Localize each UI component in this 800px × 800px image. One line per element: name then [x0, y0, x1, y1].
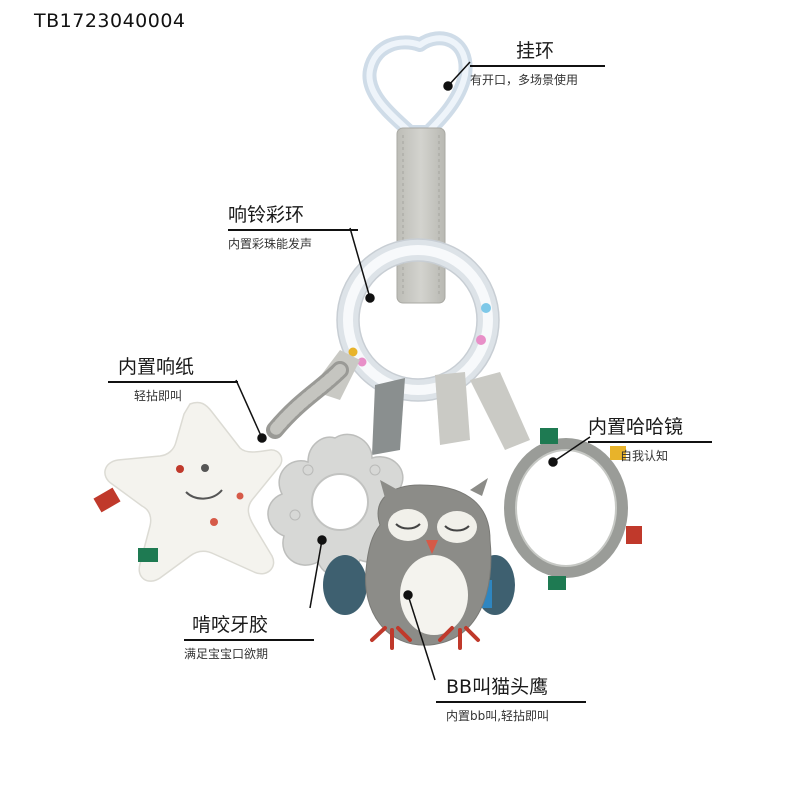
owl-plush — [323, 478, 515, 650]
callout-title: 挂环 — [516, 40, 555, 62]
callout-subtitle: 自我认知 — [620, 449, 669, 463]
callout-teether: 啃咬牙胶 满足宝宝口欲期 — [184, 610, 314, 662]
tag — [626, 526, 642, 544]
bead — [481, 303, 491, 313]
lower-straps — [310, 350, 530, 455]
callout-title: 内置哈哈镜 — [588, 416, 684, 438]
callout-rule — [108, 381, 238, 383]
callout-subtitle: 有开口，多场景使用 — [470, 73, 579, 87]
callout-subtitle: 内置彩珠能发声 — [228, 237, 313, 251]
bead — [357, 357, 367, 367]
callout-rule — [588, 441, 712, 443]
callout-title: 响铃彩环 — [228, 204, 305, 226]
leader-lines — [235, 61, 591, 681]
callout-subtitle: 满足宝宝口欲期 — [184, 647, 269, 661]
callout-owl: BB叫猫头鹰 内置bb叫,轻拈即叫 — [436, 672, 586, 724]
tag — [610, 446, 626, 460]
product-code: TB1723040004 — [34, 10, 186, 32]
tag — [540, 428, 558, 444]
callout-title: 啃咬牙胶 — [192, 614, 269, 636]
callout-rule — [228, 229, 358, 231]
callout-subtitle: 内置bb叫,轻拈即叫 — [446, 709, 550, 723]
rattle-ring — [336, 238, 500, 402]
callout-title: 内置响纸 — [118, 356, 195, 378]
callout-rule — [436, 701, 586, 703]
callout-rattle-ring: 响铃彩环 内置彩珠能发声 — [228, 200, 358, 252]
tag — [138, 548, 158, 562]
callout-rule — [470, 65, 605, 67]
bead — [476, 335, 486, 345]
callout-mirror: 内置哈哈镜 自我认知 — [588, 412, 712, 464]
callout-subtitle: 轻拈即叫 — [134, 389, 183, 403]
star-plush — [93, 401, 283, 582]
callout-rule — [184, 639, 314, 641]
tag — [548, 576, 566, 590]
callout-hanging-ring: 挂环 有开口，多场景使用 — [470, 36, 605, 88]
bead — [348, 347, 358, 357]
tag — [93, 487, 121, 513]
top-strap — [396, 127, 446, 304]
callout-crinkle-paper: 内置响纸 轻拈即叫 — [108, 352, 238, 404]
mirror-ring — [504, 428, 642, 590]
callout-title: BB叫猫头鹰 — [446, 676, 549, 698]
elastic-cord — [266, 361, 349, 439]
